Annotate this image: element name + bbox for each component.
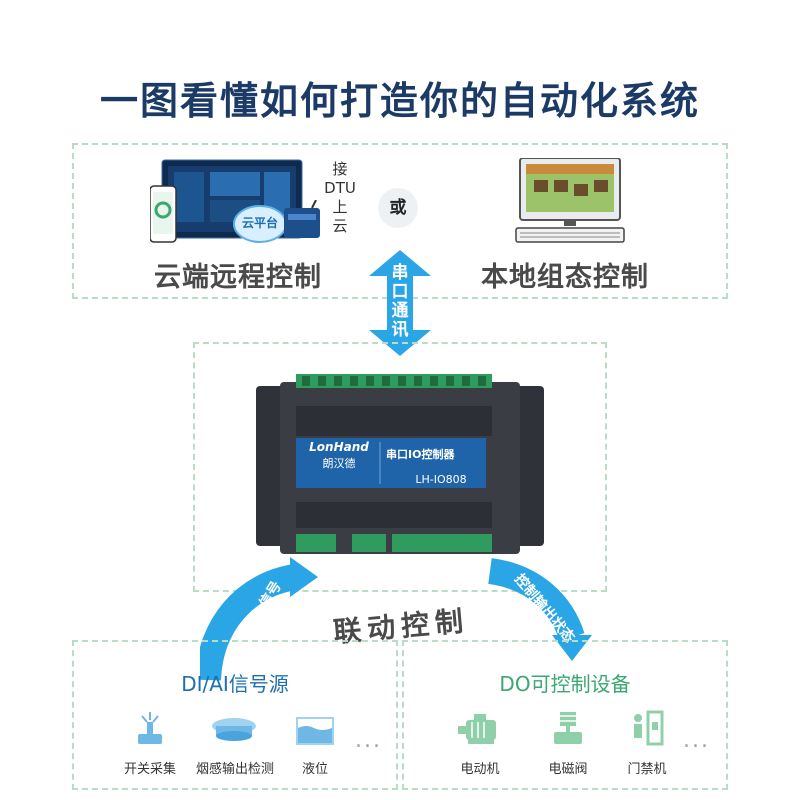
solenoid-valve-icon (554, 712, 582, 744)
do-item-label: 电磁阀 (548, 762, 588, 777)
device-model: LH-IO808 (415, 473, 467, 486)
serial-char: 讯 (391, 320, 409, 340)
do-more: ... (683, 728, 710, 753)
liquid-level-icon (296, 717, 334, 745)
serial-char: 通 (391, 301, 409, 321)
local-control-label: 本地组态控制 (481, 262, 649, 293)
di-item-label: 烟感输出检测 (195, 762, 274, 777)
di-title: DI/AI信号源 (181, 672, 289, 696)
dtu-note-line: 接 (332, 160, 348, 178)
di-item-label: 液位 (301, 762, 328, 777)
device-frame (193, 342, 607, 592)
dtu-device-icon (233, 200, 320, 243)
dtu-note: 接 DTU 上 云 (324, 160, 356, 236)
di-more: ... (355, 728, 382, 753)
do-item-label: 门禁机 (627, 762, 667, 777)
dtu-note-line: 云 (332, 217, 348, 235)
motor-icon (458, 714, 496, 744)
do-item-label: 电动机 (460, 762, 500, 777)
io-controller-device (256, 374, 544, 554)
page-title: 一图看懂如何打造你的自动化系统 (99, 79, 700, 123)
di-item-label: 开关采集 (123, 762, 176, 777)
device-product-name: 串口IO控制器 (386, 448, 455, 461)
or-badge: 或 (378, 188, 418, 228)
device-brand-cn: 朗汉德 (322, 457, 356, 470)
local-pc-icon (515, 158, 625, 243)
serial-char: 串 (391, 263, 409, 283)
serial-arrow-label: 串 口 通 讯 (388, 264, 412, 340)
dtu-note-line: DTU (324, 179, 356, 197)
access-control-icon (634, 710, 664, 746)
cloud-badge: 云平台 (241, 216, 278, 230)
dtu-note-line: 上 (332, 198, 348, 216)
di-frame (72, 640, 398, 790)
serial-double-arrow (369, 250, 431, 356)
device-brand: LonHand (309, 440, 369, 454)
serial-char: 口 (391, 282, 409, 302)
do-title: DO可控制设备 (499, 672, 631, 696)
cloud-control-label: 云端远程控制 (154, 262, 322, 293)
cloud-platform-illustration (150, 159, 303, 243)
switch-sensor-icon (138, 712, 162, 744)
do-frame (402, 640, 728, 790)
smoke-detector-icon (212, 718, 256, 741)
